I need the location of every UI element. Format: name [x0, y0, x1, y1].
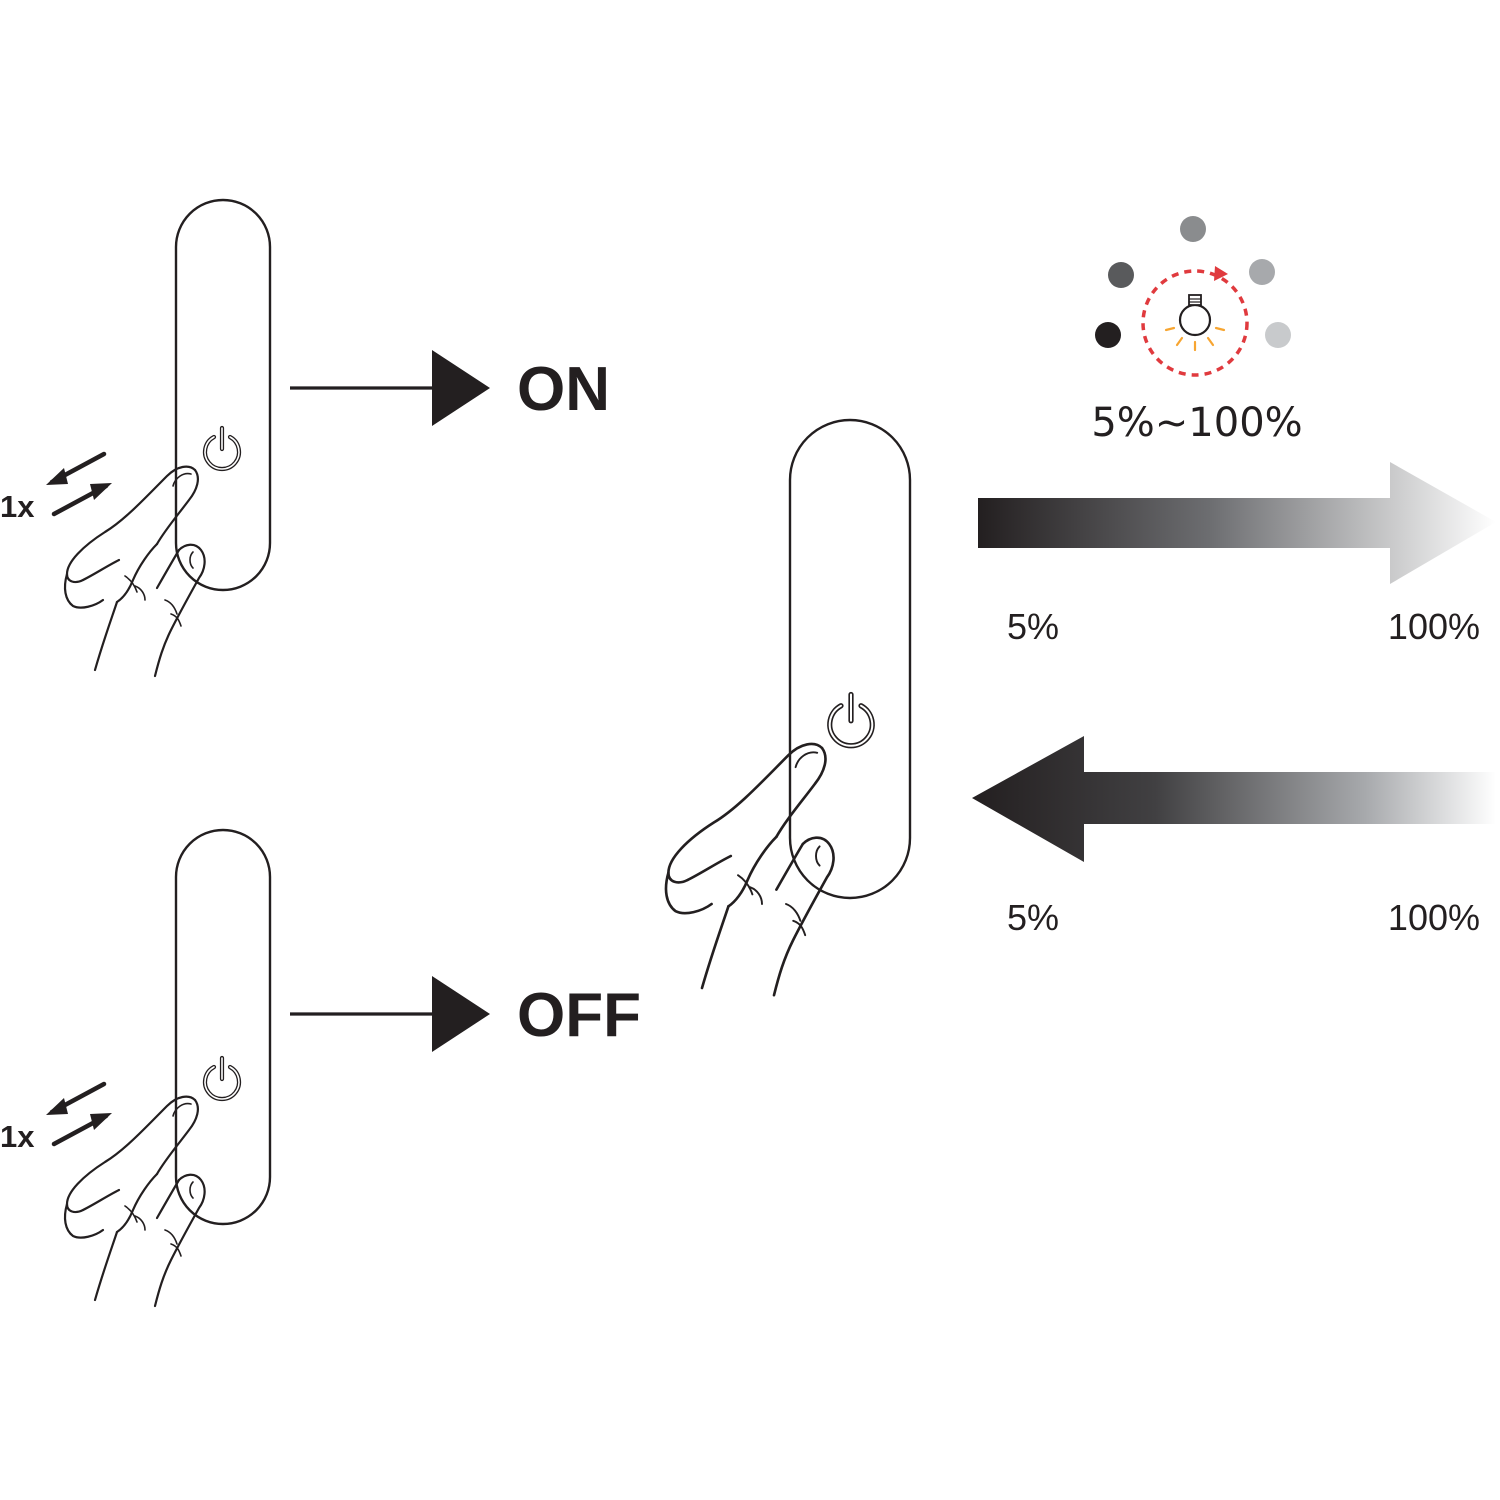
down-end-label: 100% [1388, 897, 1480, 938]
off-label: OFF [517, 981, 641, 1050]
switch-dim-group [664, 418, 912, 997]
dimmer-switch-panel [174, 198, 272, 592]
level-dot [1180, 216, 1206, 242]
down-start-label: 5% [1007, 897, 1059, 938]
brightness-dial: 5%~100% [1091, 216, 1303, 446]
light-bulb-icon [1164, 294, 1226, 352]
dimmer-switch-panel [174, 828, 272, 1226]
rotation-arrow-icon [1214, 266, 1228, 281]
switch-on-group: 1x ON [0, 198, 610, 678]
on-label: ON [517, 355, 610, 424]
brightness-increase-arrow: 5% 100% [978, 462, 1496, 647]
level-dot [1265, 322, 1291, 348]
level-dot [1095, 322, 1121, 348]
level-dot [1108, 262, 1134, 288]
level-dot [1249, 259, 1275, 285]
dimmer-switch-panel [788, 418, 912, 900]
rotation-ring [1141, 269, 1249, 377]
arrow-head-icon [432, 350, 490, 426]
brightness-decrease-arrow: 5% 100% [972, 736, 1496, 938]
press-count-label: 1x [0, 489, 35, 524]
tap-arrows-icon [46, 454, 112, 514]
arrow-head-icon [432, 976, 490, 1052]
dim-range-label: 5%~100% [1091, 400, 1302, 446]
tap-arrows-icon [46, 1084, 112, 1144]
up-end-label: 100% [1388, 606, 1480, 647]
up-start-label: 5% [1007, 606, 1059, 647]
switch-off-group: 1x OFF [0, 828, 641, 1308]
press-count-label: 1x [0, 1119, 35, 1154]
